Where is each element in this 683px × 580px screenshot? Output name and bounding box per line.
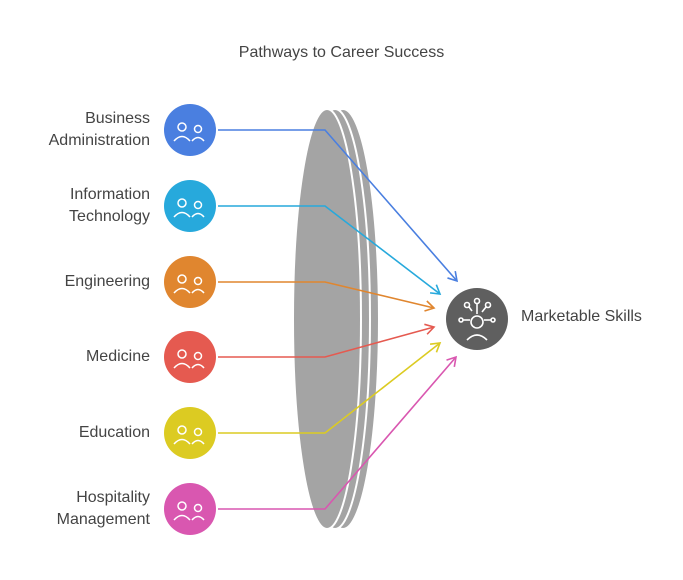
reception-icon	[173, 501, 205, 521]
pathway-label-line: Information	[69, 186, 150, 203]
teacher-student-icon	[173, 425, 205, 445]
arrowhead	[429, 284, 442, 295]
arrowhead	[446, 355, 458, 367]
pathway-label-line: Administration	[48, 132, 150, 149]
pathway-node	[164, 180, 216, 232]
pathway-label-line: Engineering	[64, 273, 150, 290]
pathway-label-line: Technology	[69, 208, 150, 225]
lens	[292, 108, 380, 530]
pathway-node	[164, 331, 216, 383]
pathway-label-line: Hospitality	[76, 489, 150, 506]
meeting-icon	[173, 122, 205, 142]
lens-layer-front	[292, 108, 362, 530]
target-label: Marketable Skills	[521, 308, 642, 325]
pathway-node	[164, 407, 216, 459]
pathway-label: Medicine	[0, 346, 150, 368]
pathway-label-line: Management	[56, 511, 150, 528]
arrowhead	[424, 323, 436, 335]
target-node	[446, 288, 508, 350]
arrowhead	[424, 300, 436, 312]
target-circle	[446, 288, 508, 350]
doctor-patient-icon	[173, 349, 205, 369]
connector-arrow	[218, 205, 441, 295]
connector-arrow	[218, 281, 435, 309]
pathway-label-line: Business	[85, 110, 150, 127]
pathway-node	[164, 483, 216, 535]
pathway-label: Education	[0, 422, 150, 444]
arrowhead	[429, 342, 442, 353]
diagram-title: Pathways to Career Success	[238, 44, 445, 61]
pathway-label-line: Education	[78, 424, 150, 441]
network-people-icon	[173, 198, 205, 218]
connector-arrow	[218, 326, 435, 358]
connector-arrow	[218, 356, 457, 510]
arrowhead	[447, 271, 459, 283]
connector-arrow	[218, 342, 441, 434]
pathway-label: Engineering	[0, 271, 150, 293]
pathway-node	[164, 104, 216, 156]
pathway-node	[164, 256, 216, 308]
connector-arrow	[218, 129, 458, 282]
skills-person-icon	[458, 297, 496, 341]
pathway-label-line: Medicine	[85, 348, 150, 365]
crane-icon	[173, 274, 205, 294]
